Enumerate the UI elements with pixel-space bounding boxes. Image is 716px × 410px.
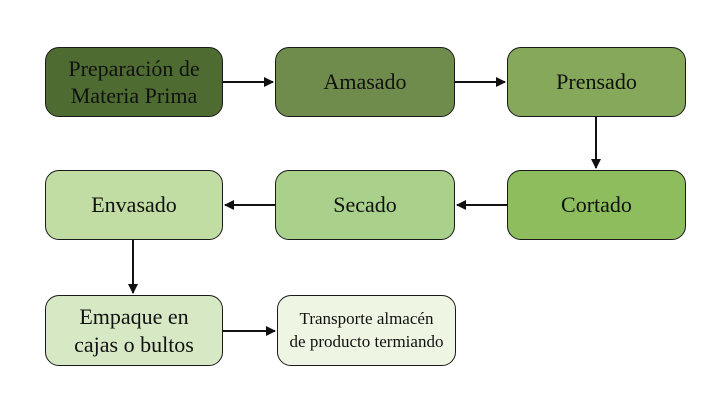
step-preparacion-line2: Materia Prima (70, 83, 198, 108)
step-preparacion-materia-prima: Preparación de Materia Prima (45, 47, 223, 117)
step-secado: Secado (275, 170, 455, 240)
step-empaque-line1: Empaque en (79, 304, 189, 329)
step-cortado-label: Cortado (561, 192, 632, 218)
step-amasado: Amasado (275, 47, 455, 117)
step-empaque-line2: cajas o bultos (74, 331, 194, 357)
step-prensado: Prensado (507, 47, 686, 117)
step-envasado: Envasado (45, 170, 223, 240)
step-cortado: Cortado (507, 170, 686, 240)
step-transporte-line2: de producto termiando (289, 331, 444, 351)
step-envasado-label: Envasado (91, 192, 177, 218)
step-empaque: Empaque en cajas o bultos (45, 295, 223, 366)
step-transporte: Transporte almacén de producto termiando (277, 295, 456, 366)
step-secado-label: Secado (333, 192, 397, 218)
step-prensado-label: Prensado (556, 69, 637, 95)
step-amasado-label: Amasado (323, 69, 407, 95)
step-preparacion-line1: Preparación de (68, 55, 200, 81)
step-transporte-line1: Transporte almacén (299, 309, 434, 329)
